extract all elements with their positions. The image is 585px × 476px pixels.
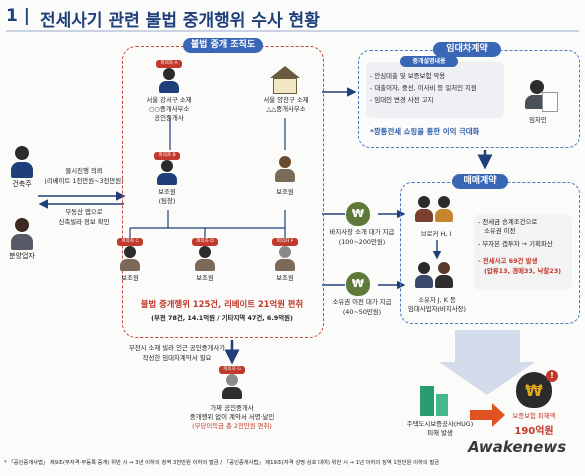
suspect-a-tag: 피의자 A bbox=[156, 60, 182, 68]
lease-bullet-2: - 대출이자, 중선, 이사비 등 일처인 지원 bbox=[370, 84, 477, 92]
title-number: 1 | bbox=[6, 6, 30, 26]
suspect-f-label: 보조원 bbox=[276, 274, 294, 282]
staff-e-avatar bbox=[274, 156, 296, 184]
sale-detail-box bbox=[474, 214, 572, 290]
money1-line2: (100~200만원) bbox=[338, 238, 386, 246]
suspect-b-tag: 피의자 B bbox=[154, 152, 180, 160]
suspect-g-avatar bbox=[221, 374, 243, 400]
g-note-line2: 작성한 임대차계약서 필요 bbox=[142, 354, 212, 362]
sale-bullet-1b: 소유권 이전 bbox=[484, 227, 516, 235]
broker-hi-label: 브로커 H, I bbox=[420, 230, 452, 238]
lease-bullet-3: - 임대인 변경 사전 고지 bbox=[370, 96, 434, 104]
suspect-b-role: (팀장) bbox=[158, 197, 176, 205]
g-line2: 중개행위 없이 계약서 서명·날인 bbox=[189, 413, 275, 421]
house-icon bbox=[270, 66, 300, 94]
suspect-a-avatar bbox=[158, 68, 180, 94]
office-b-line2: △△중개사무소 bbox=[266, 105, 306, 113]
presale-agent-label: 분양업자 bbox=[9, 252, 35, 260]
suspect-c-avatar bbox=[119, 246, 141, 272]
suspect-c-label: 보조원 bbox=[121, 274, 139, 282]
suspect-d-tag: 피의자 D bbox=[192, 238, 218, 246]
tenant-label: 임차인 bbox=[529, 116, 547, 124]
suspect-g-tag: 피의자 G bbox=[219, 366, 245, 374]
lease-bullet-1: - 안심대출 및 보증보험 악용 bbox=[370, 72, 446, 80]
suspect-b-avatar bbox=[156, 160, 178, 186]
org-summary-main: 불법 중개행위 125건, 리베이트 21억원 편취 bbox=[140, 299, 304, 309]
org-summary-sub: (부천 78건, 14.1억원 / 기타지역 47건, 6.9억원) bbox=[151, 314, 293, 322]
hug-building-icon bbox=[420, 386, 450, 416]
suspect-f-avatar bbox=[274, 246, 296, 272]
title-divider bbox=[6, 30, 579, 32]
g-line1: 가짜 공인중개사 bbox=[210, 404, 254, 412]
money-bag-icon-1: ₩ bbox=[346, 202, 370, 226]
sale-pill: 매매계약 bbox=[452, 174, 508, 189]
lease-explain-pill: 중개설명내용 bbox=[400, 56, 458, 67]
office-b-line1: 서울 양천구 소재 bbox=[263, 96, 309, 104]
contract-doc-icon bbox=[542, 92, 558, 112]
app-info-line1: 부동산 앱으로 bbox=[65, 208, 103, 216]
suspect-f-tag: 피의자 F bbox=[272, 238, 298, 246]
suspect-a-line2: ○○중개사무소 bbox=[148, 105, 190, 113]
lease-explain-box bbox=[366, 62, 504, 118]
suspect-a-line3: 공인중개사 bbox=[154, 114, 184, 122]
broker-hi-avatar bbox=[414, 196, 458, 226]
landlord-avatar bbox=[10, 146, 34, 180]
hug-line1: 주택도시보증공사(HUG) bbox=[406, 420, 474, 428]
footnote: * 「공인중개사법」 제9조(무자격·무등록 중개) 위반 시 → 3년 이하의… bbox=[4, 460, 440, 466]
money2-line2: (40~50만원) bbox=[342, 308, 382, 316]
damage-line2: 190억원 bbox=[514, 426, 554, 437]
lease-note: *깡통전세 쇼핑을 통한 이익 극대화 bbox=[370, 127, 480, 136]
sale-red-line2: (압류13, 경매33, 낙찰23) bbox=[484, 267, 562, 275]
hug-line2: 피해 발생 bbox=[427, 429, 453, 437]
rebate-request-line2: (리베이트 1천만원~3천만원) bbox=[44, 177, 124, 185]
money1-line1: 바지사장 소개 대가 지급 bbox=[329, 228, 395, 236]
sale-bullet-2: - 무자본 갭투자 → 기획파산 bbox=[478, 240, 553, 248]
lease-pill: 임대차계약 bbox=[433, 42, 501, 57]
page-title: 전세사기 관련 불법 중개행위 수사 현황 bbox=[40, 11, 320, 31]
suspect-c-tag: 피의자 C bbox=[117, 238, 143, 246]
alert-icon: ! bbox=[546, 370, 558, 382]
g-note-line1: 부천시 소재 빌라 인근 공인중개사가 bbox=[128, 344, 226, 352]
presale-agent-avatar bbox=[10, 218, 34, 252]
g-line3: (부당이득금 총 2천만원 편취) bbox=[192, 422, 272, 430]
suspect-d-label: 보조원 bbox=[196, 274, 214, 282]
suspect-a-line1: 서울 강서구 소재 bbox=[146, 96, 192, 104]
owner-jk-avatar bbox=[414, 262, 458, 292]
damage-line1: 보증보험 피해액 bbox=[512, 412, 556, 420]
owner-jk-line1: 소유자 J, K 등 bbox=[418, 296, 456, 304]
money-bag-icon-2: ₩ bbox=[346, 272, 370, 296]
landlord-label: 건축주 bbox=[12, 180, 32, 188]
suspect-b-label: 보조원 bbox=[158, 188, 176, 196]
org-chart-pill: 불법 중개 조직도 bbox=[183, 38, 263, 53]
owner-jk-line2: 임대사업자(바지사장) bbox=[408, 305, 466, 313]
rebate-request-line1: 물시진행 의뢰 bbox=[65, 167, 103, 175]
watermark: Awakenews bbox=[468, 438, 567, 456]
sale-bullet-1a: - 전세금 승계조건으로 bbox=[478, 218, 538, 226]
money2-line1: 소유권 이전 대가 지급 bbox=[332, 298, 392, 306]
sale-red-line1: - 전세사고 69건 발생 bbox=[478, 257, 538, 265]
suspect-d-avatar bbox=[194, 246, 216, 272]
app-info-line2: 신축빌라 정보 확인 bbox=[58, 218, 110, 226]
staff-e-label: 보조원 bbox=[276, 188, 294, 196]
